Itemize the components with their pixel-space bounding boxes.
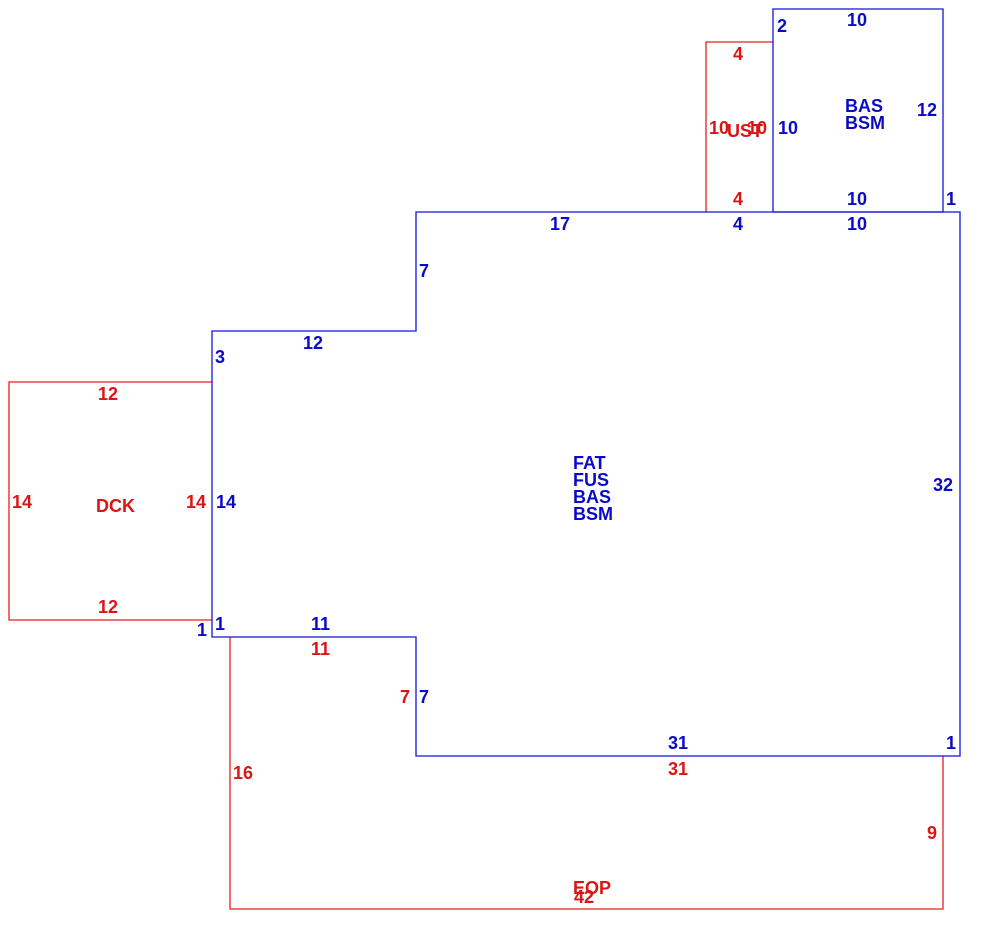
dim-dck-right: 14 (186, 492, 206, 512)
main-area-code-2: FUS (573, 470, 609, 490)
dim-bas-top: 10 (847, 10, 867, 30)
main-building-outline (211, 211, 961, 757)
bas-area-code-2: BSM (845, 113, 885, 133)
dim-bas-top-small: 2 (777, 16, 787, 36)
dim-ust-bottom: 4 (733, 189, 743, 209)
dim-main-bottom-step: 7 (419, 687, 429, 707)
bas-area-code-1: BAS (845, 96, 883, 116)
eop-area-code: EOP (573, 878, 611, 898)
dim-main-bottom-small: 1 (215, 614, 225, 634)
dck-outline (8, 381, 212, 621)
dim-ust-left: 10 (709, 118, 729, 138)
main-area-code-3: BAS (573, 487, 611, 507)
dim-eop-bottom: 42 (574, 887, 594, 907)
dim-dck-corner: 1 (197, 620, 207, 640)
dim-dck-left: 14 (12, 492, 32, 512)
main-area-code-1: FAT (573, 453, 606, 473)
dim-bas-bottom: 10 (847, 189, 867, 209)
dim-bas-right-small: 1 (946, 189, 956, 209)
dim-eop-top: 11 (311, 639, 330, 659)
dim-eop-right: 9 (927, 823, 937, 843)
dim-main-bottom: 31 (668, 733, 688, 753)
dim-eop-step: 7 (400, 687, 410, 707)
ust-area-code: UST (727, 121, 763, 141)
dim-bas-left: 10 (778, 118, 798, 138)
dim-main-left: 14 (216, 492, 236, 512)
dim-main-right-bottom: 1 (946, 733, 956, 753)
eop-outline (229, 637, 944, 910)
dim-eop-top-right: 31 (668, 759, 688, 779)
main-area-code-4: BSM (573, 504, 613, 524)
ust-outline (705, 41, 773, 212)
dim-dck-bottom: 12 (98, 597, 118, 617)
dim-eop-left: 16 (233, 763, 253, 783)
dim-main-left-small: 3 (215, 347, 225, 367)
dim-main-bottom-left: 11 (311, 614, 330, 634)
dim-ust-top: 4 (733, 44, 743, 64)
dim-main-top-step: 7 (419, 261, 429, 281)
dim-main-top-under-ust: 4 (733, 214, 743, 234)
dim-ust-right: 10 (747, 118, 767, 138)
dim-main-mid-top: 12 (303, 333, 323, 353)
dck-area-code: DCK (96, 496, 135, 516)
dim-dck-top: 12 (98, 384, 118, 404)
dim-main-top-under-bas: 10 (847, 214, 867, 234)
dim-bas-right: 12 (917, 100, 937, 120)
dim-main-top-right: 17 (550, 214, 570, 234)
dim-main-right: 32 (933, 475, 953, 495)
